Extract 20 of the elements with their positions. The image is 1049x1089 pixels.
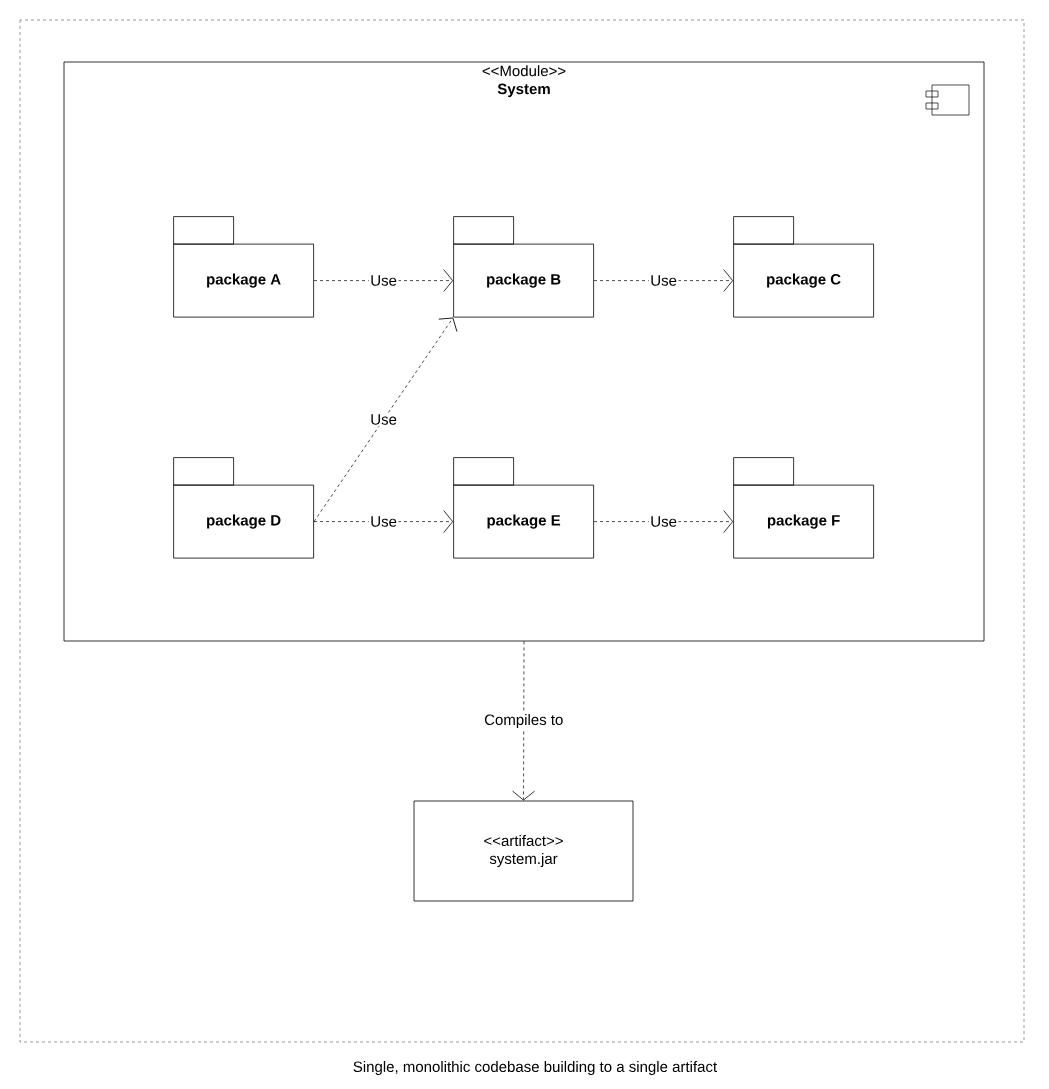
- artifact-box: <<artifact>> system.jar: [413, 800, 634, 902]
- edge-label: Use: [371, 275, 397, 286]
- package-box: package C: [733, 216, 874, 318]
- dependency-arrow: [593, 510, 734, 533]
- package-box: package B: [453, 216, 594, 318]
- package-box: package D: [173, 457, 314, 559]
- package-box: package A: [173, 216, 314, 318]
- dependency-arrow: [593, 269, 734, 292]
- edge-label: Use: [651, 275, 677, 286]
- edge-label: Use: [651, 516, 677, 527]
- edge-label: Compiles to: [484, 714, 563, 728]
- edge-label: Use: [371, 414, 397, 425]
- dependency-arrow: [313, 317, 458, 522]
- package-box: package F: [733, 457, 874, 559]
- caption: Single, monolithic codebase building to a single artifact: [353, 1061, 717, 1075]
- dependency-arrow: [313, 269, 454, 292]
- dependency-arrow: [313, 510, 454, 533]
- package-box: package E: [453, 457, 594, 559]
- dependency-arrow: [512, 641, 535, 801]
- edge-label: Use: [371, 516, 397, 527]
